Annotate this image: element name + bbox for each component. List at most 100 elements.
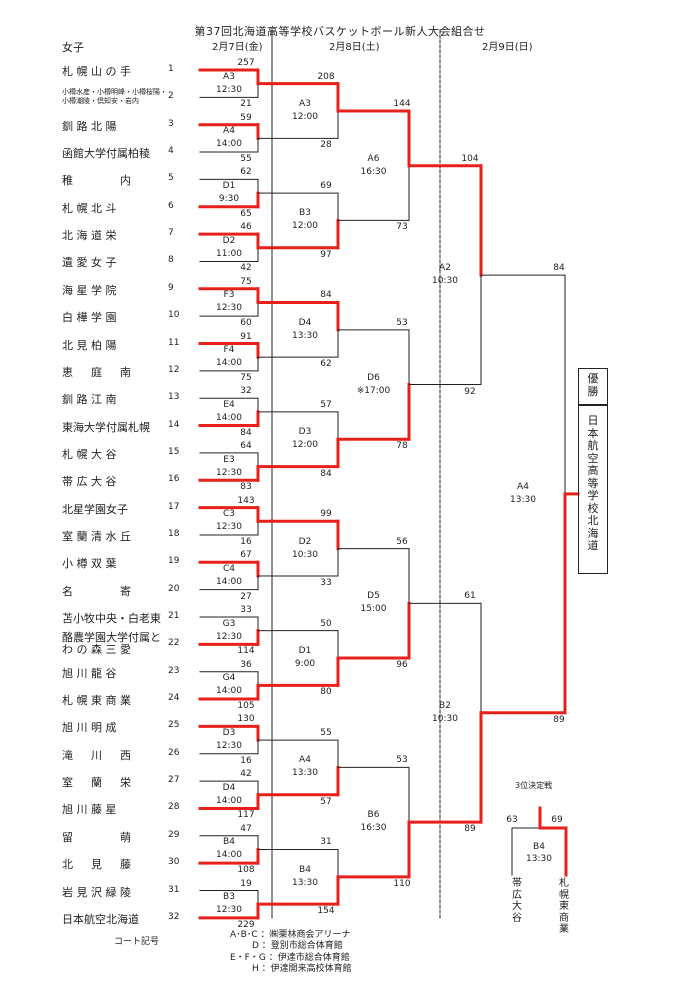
round1-match-score-top: 143 — [237, 495, 255, 506]
team-seed: 24 — [168, 693, 180, 704]
third-place-label: 3位決定戦 — [515, 781, 553, 790]
round1-match-time: 12:30 — [216, 522, 242, 533]
round1-match-code: A4 — [223, 126, 235, 137]
round2-match-score-bottom: 154 — [317, 906, 335, 917]
round2-match-time: 12:00 — [292, 221, 318, 232]
third-score-2: 69 — [551, 815, 563, 825]
round2-match-time: 13:30 — [292, 330, 318, 341]
team-seed: 31 — [168, 884, 180, 895]
legend-item-1: A･B･C ：㈱栗林商会アリーナ — [230, 930, 351, 940]
team-name: 北 海 道 栄 — [62, 229, 117, 243]
third-team2: 札幌東商業 — [559, 878, 569, 935]
final-match-score-top: 84 — [553, 263, 565, 274]
legend-item-4: H ：伊達開来高校体育館 — [252, 964, 352, 974]
round1-match-score-bottom: 42 — [240, 263, 252, 274]
team-seed: 15 — [168, 446, 180, 457]
final-match-code: A4 — [517, 481, 529, 492]
team-name: 稚 内 — [62, 174, 131, 188]
round1-match-time: 12:30 — [216, 741, 242, 752]
team-name: 室 蘭 栄 — [62, 776, 131, 790]
round2-match-score-bottom: 97 — [320, 249, 332, 260]
round1-match-score-bottom: 83 — [240, 482, 252, 493]
round1-match-time: 11:00 — [216, 248, 242, 259]
round4-match-code: A2 — [439, 263, 451, 274]
round3-match-time: 16:30 — [360, 166, 387, 177]
round1-match-time: 14:00 — [216, 850, 242, 861]
team-name: 北星学園女子 — [62, 502, 128, 516]
round1-match-code: C4 — [222, 563, 235, 574]
third-time: 13:30 — [526, 854, 552, 864]
round1-match-code: G3 — [222, 618, 236, 629]
team-seed: 12 — [168, 364, 180, 375]
round1-match-time: 12:30 — [216, 905, 242, 916]
team-seed: 28 — [168, 802, 180, 813]
round3-match-score-top: 144 — [393, 99, 411, 110]
round4-match-score-top: 104 — [461, 153, 479, 164]
round2-match-score-top: 50 — [320, 618, 332, 629]
round2-match-time: 13:30 — [292, 768, 318, 779]
team-seed: 13 — [168, 392, 180, 403]
round2-match-score-bottom: 80 — [320, 687, 332, 698]
team-name: 札 幌 東 商 業 — [62, 694, 131, 708]
team-name: 日本航空北海道 — [62, 912, 139, 926]
round1-match-time: 14:00 — [216, 686, 242, 697]
team-name: 酪農学園大学付属とわ の 森 三 愛 — [62, 631, 161, 657]
team-name: 釧 路 北 陽 — [62, 119, 117, 133]
round2-match-time: 12:00 — [292, 112, 318, 123]
round1-match-code: E4 — [223, 399, 235, 410]
round2-match-code: B4 — [299, 864, 311, 875]
team-seed: 7 — [168, 228, 174, 239]
round1-match-code: E3 — [223, 454, 235, 465]
team-name: 札 幌 山 の 手 — [62, 65, 131, 78]
team-name: 恵 庭 南 — [62, 365, 131, 379]
round1-match-score-bottom: 108 — [237, 865, 255, 876]
team-name: 旭 川 藤 星 — [62, 803, 117, 817]
team-name: 帯 広 大 谷 — [62, 475, 117, 489]
round1-match-code: F4 — [223, 345, 235, 356]
team-seed: 9 — [168, 282, 174, 293]
round3-match-score-bottom: 110 — [393, 878, 411, 889]
team-name: 旭 川 明 成 — [62, 721, 117, 735]
round1-match-score-bottom: 75 — [240, 372, 252, 383]
round2-match-score-bottom: 33 — [320, 577, 332, 588]
round1-match-score-bottom: 27 — [240, 591, 252, 602]
team-seed: 8 — [168, 255, 174, 266]
champion-name-box: 日本航空高等学校北海道 — [578, 404, 608, 574]
team-name: 釧 路 江 南 — [62, 393, 117, 407]
team-seed: 22 — [168, 638, 180, 649]
round1-match-time: 12:30 — [216, 467, 242, 478]
round2-match-code: D4 — [298, 317, 312, 328]
round2-match-time: 9:00 — [294, 659, 316, 670]
round2-match-score-top: 99 — [320, 509, 332, 520]
team-seed: 32 — [168, 911, 180, 922]
team-name: 函館大学付属柏稜 — [62, 147, 150, 161]
round1-match-score-top: 59 — [240, 112, 252, 123]
team-name: 室 蘭 清 水 丘 — [62, 529, 131, 543]
team-seed: 20 — [168, 583, 180, 594]
round2-match-time: 13:30 — [292, 877, 318, 888]
round1-match-score-top: 64 — [240, 440, 252, 451]
champion-label-box: 優勝 — [578, 368, 608, 406]
round4-match-time: 10:30 — [432, 713, 458, 724]
round1-match-code: D3 — [222, 728, 236, 739]
round1-match-code: B4 — [223, 837, 235, 848]
team-seed: 26 — [168, 747, 180, 758]
court-label: コート記号 — [114, 937, 160, 947]
round3-match-score-bottom: 96 — [396, 660, 408, 671]
round2-match-score-bottom: 57 — [320, 796, 332, 807]
round3-match-time: 16:30 — [360, 823, 387, 834]
round2-match-score-bottom: 62 — [320, 359, 332, 370]
round1-match-code: D1 — [222, 181, 236, 192]
final-match-time: 13:30 — [510, 494, 536, 505]
team-seed: 25 — [168, 720, 180, 731]
round2-match-code: D2 — [298, 536, 312, 547]
round1-match-score-top: 32 — [240, 386, 252, 397]
third-code: B4 — [533, 842, 545, 852]
team-name: 名 寄 — [62, 584, 131, 598]
round4-match-time: 10:30 — [432, 276, 458, 287]
round1-match-code: B3 — [223, 892, 235, 903]
round1-match-score-bottom: 117 — [237, 810, 255, 821]
team-seed: 11 — [168, 337, 180, 348]
round3-match-code: B6 — [367, 810, 380, 821]
round1-match-time: 14:00 — [216, 795, 242, 806]
